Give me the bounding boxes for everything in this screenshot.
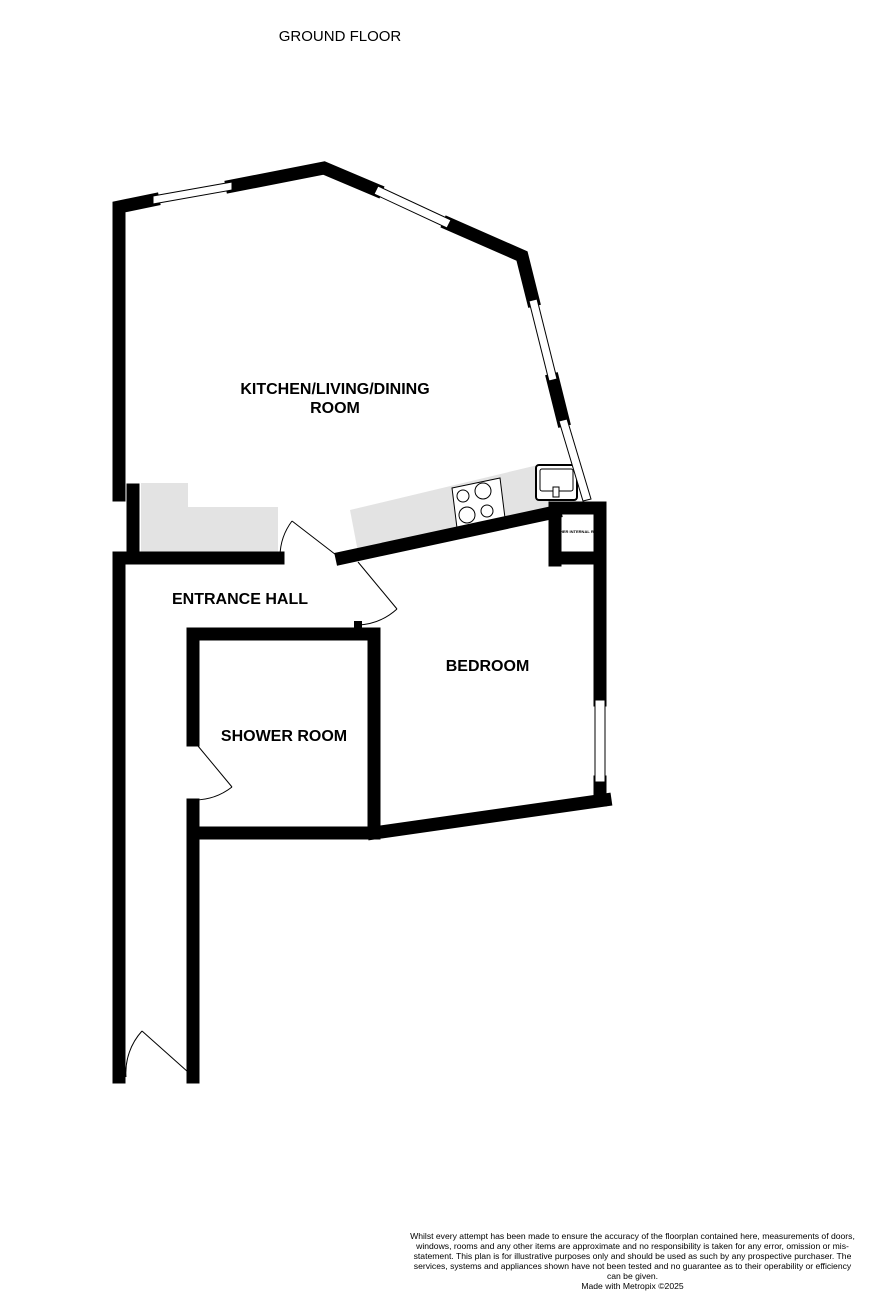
kitchen-door-icon bbox=[279, 520, 341, 559]
bedroom-door-icon bbox=[357, 561, 398, 626]
shower-door-icon bbox=[192, 739, 233, 801]
front-door-icon bbox=[125, 1030, 189, 1078]
room-label-entrance-hall: ENTRANCE HALL bbox=[172, 591, 308, 608]
floor-title: GROUND FLOOR bbox=[278, 28, 402, 45]
room-label-bedroom: BEDROOM bbox=[445, 658, 530, 675]
sink-icon bbox=[535, 464, 578, 501]
disclaimer-credit: Made with Metropix ©2025 bbox=[581, 1281, 684, 1291]
kitchen-label-line2: ROOM bbox=[310, 400, 360, 417]
room-label-cupboard: HER INTERNAL RO bbox=[560, 529, 596, 534]
room-label-kitchen: KITCHEN/LIVING/DINING ROOM bbox=[215, 380, 455, 418]
kitchen-label-line1: KITCHEN/LIVING/DINING bbox=[240, 381, 430, 398]
room-label-shower-room: SHOWER ROOM bbox=[220, 728, 348, 745]
disclaimer-text: Whilst every attempt has been made to en… bbox=[410, 1231, 855, 1281]
kitchen-worktop-right bbox=[350, 465, 553, 552]
kitchen-worktop-left bbox=[141, 483, 278, 552]
walls bbox=[112, 161, 613, 1084]
doors bbox=[125, 520, 398, 1078]
disclaimer: Whilst every attempt has been made to en… bbox=[410, 1231, 855, 1291]
windows bbox=[152, 181, 606, 783]
hob-icon bbox=[451, 477, 506, 529]
